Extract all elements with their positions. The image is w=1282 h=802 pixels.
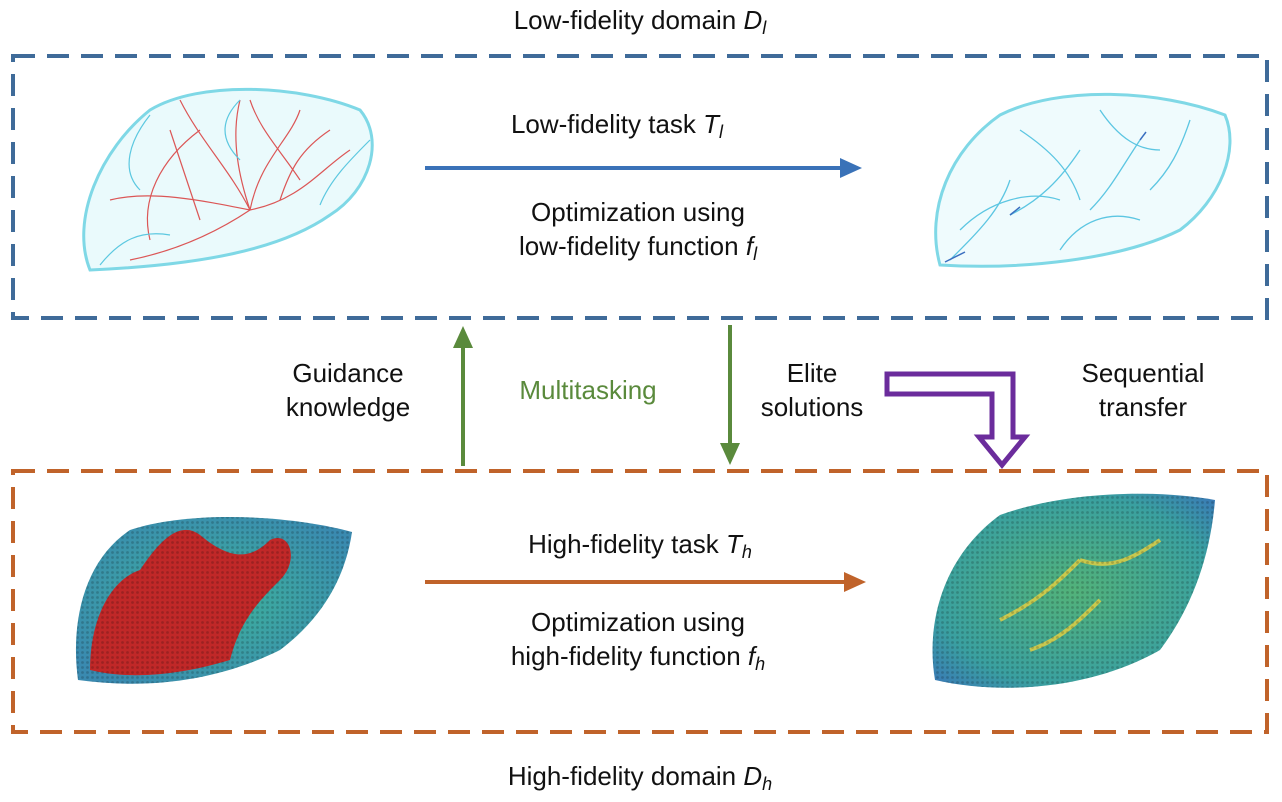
multitasking-label: Multitasking	[519, 375, 657, 405]
low-fidelity-task-arrow	[425, 158, 862, 178]
high-fidelity-task-label: High-fidelity task Th	[528, 529, 752, 562]
sequential-transfer-arrow	[884, 371, 1031, 469]
low-fidelity-task-label: Low-fidelity task Tl	[510, 109, 724, 142]
high-fidelity-task-arrow	[425, 572, 866, 592]
high-fidelity-initial-image	[75, 517, 352, 684]
low-fidelity-domain-box	[11, 54, 1269, 320]
low-fidelity-domain-label: Low-fidelity domain Dl	[513, 5, 767, 38]
high-fidelity-domain-box	[11, 469, 1269, 734]
elite-down-arrow	[720, 325, 740, 465]
low-fidelity-optimized-image	[934, 92, 1232, 268]
high-fidelity-optimized-image	[932, 493, 1215, 688]
high-fidelity-domain-label: High-fidelity domain Dh	[507, 761, 773, 794]
low-fidelity-initial-image	[82, 87, 374, 272]
guidance-up-arrow	[453, 326, 473, 466]
